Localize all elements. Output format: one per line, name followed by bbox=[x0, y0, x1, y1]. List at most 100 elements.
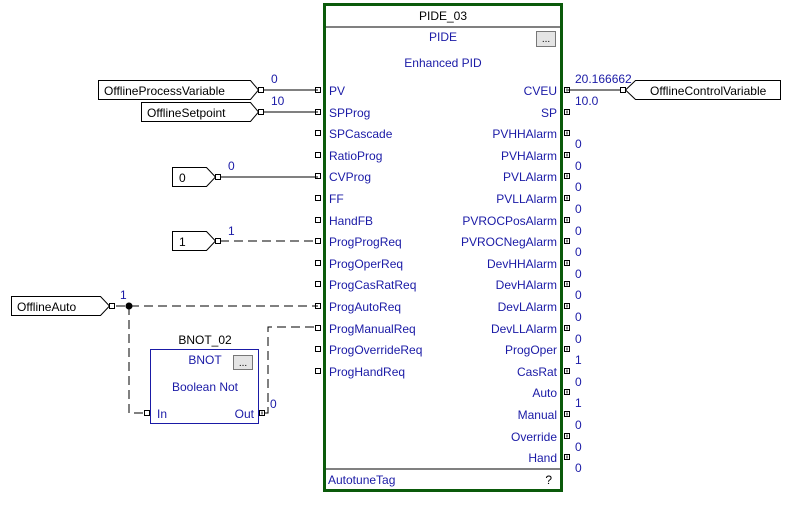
pide-output-value-devlalarm: 0 bbox=[575, 310, 582, 324]
wire-value: 0 bbox=[228, 159, 235, 173]
pide-input-ratioprog: RatioProg bbox=[329, 149, 382, 163]
bnot-ellipsis-button[interactable]: ... bbox=[233, 355, 253, 370]
pide-output-value-cveu: 20.166662 bbox=[575, 72, 632, 86]
pide-output-value-override: 0 bbox=[575, 440, 582, 454]
wire-value: 0 bbox=[271, 72, 278, 86]
bnot-out-value: 0 bbox=[270, 397, 277, 411]
pide-input-progcasratreq: ProgCasRatReq bbox=[329, 278, 416, 292]
input-ref-offline-auto[interactable]: OfflineAuto bbox=[11, 296, 111, 316]
pide-output-casrat: CasRat bbox=[517, 365, 558, 379]
pide-block[interactable] bbox=[323, 3, 563, 492]
pide-input-pv: PV bbox=[329, 84, 345, 98]
pide-output-value-progoper: 1 bbox=[575, 353, 582, 367]
bnot-block-description: Boolean Not bbox=[172, 380, 239, 394]
svg-text:OfflineSetpoint: OfflineSetpoint bbox=[147, 106, 226, 120]
pide-output-devllalarm: DevLLAlarm bbox=[491, 322, 557, 336]
pin[interactable] bbox=[258, 109, 264, 115]
pide-output-value-devhhalarm: 0 bbox=[575, 267, 582, 281]
pide-input-progmanualreq: ProgManualReq bbox=[329, 322, 416, 336]
pide-output-value-auto: 1 bbox=[575, 396, 582, 410]
pide-output-value-devllalarm: 0 bbox=[575, 332, 582, 346]
pin[interactable] bbox=[620, 87, 626, 93]
pide-input-pin-cvprog[interactable] bbox=[315, 173, 321, 179]
wire-value: 1 bbox=[228, 224, 235, 238]
pide-input-progoperreq: ProgOperReq bbox=[329, 257, 403, 271]
pide-output-pvrocposalarm: PVROCPosAlarm bbox=[462, 214, 557, 228]
svg-text:OfflineControlVariable: OfflineControlVariable bbox=[650, 84, 767, 98]
svg-text:0: 0 bbox=[179, 171, 186, 185]
input-ref-offline-process-variable[interactable]: OfflineProcessVariable bbox=[98, 80, 260, 100]
pide-input-progprogreq: ProgProgReq bbox=[329, 235, 402, 249]
wire-junction-dot bbox=[125, 302, 133, 310]
bnot-in-label: In bbox=[157, 407, 167, 421]
pide-output-hand: Hand bbox=[528, 451, 557, 465]
pide-block-description: Enhanced PID bbox=[404, 56, 482, 70]
pide-output-auto: Auto bbox=[532, 386, 557, 400]
pide-output-value-pvhalarm: 0 bbox=[575, 159, 582, 173]
input-ref-constant-zero[interactable]: 0 bbox=[172, 167, 217, 187]
pide-output-sp: SP bbox=[541, 106, 557, 120]
pide-input-progautoreq: ProgAutoReq bbox=[329, 300, 401, 314]
pide-output-value-pvllalarm: 0 bbox=[575, 202, 582, 216]
pide-output-cveu: CVEU bbox=[524, 84, 557, 98]
output-ref-offline-control-variable[interactable]: OfflineControlVariable bbox=[624, 80, 781, 100]
pide-output-value-pvrocposalarm: 0 bbox=[575, 224, 582, 238]
svg-text:...: ... bbox=[239, 358, 247, 369]
pin[interactable] bbox=[144, 410, 150, 416]
input-ref-constant-one[interactable]: 1 bbox=[172, 231, 217, 251]
pide-autotune-tag[interactable]: AutotuneTag bbox=[328, 473, 395, 487]
pide-output-pvrocnegalarm: PVROCNegAlarm bbox=[461, 235, 557, 249]
pide-output-progoper: ProgOper bbox=[505, 343, 557, 357]
pin[interactable] bbox=[215, 238, 221, 244]
pide-input-handfb: HandFB bbox=[329, 214, 373, 228]
pide-output-value-sp: 10.0 bbox=[575, 94, 599, 108]
pide-output-value-casrat: 0 bbox=[575, 375, 582, 389]
pide-output-devlalarm: DevLAlarm bbox=[498, 300, 557, 314]
pide-input-pin-progprogreq[interactable] bbox=[315, 238, 321, 244]
pide-output-value-pvlalarm: 0 bbox=[575, 180, 582, 194]
pide-input-pin-progmanualreq[interactable] bbox=[315, 325, 321, 331]
pide-output-pvhalarm: PVHAlarm bbox=[501, 149, 557, 163]
pide-output-pvlalarm: PVLAlarm bbox=[503, 170, 557, 184]
pide-output-devhhalarm: DevHHAlarm bbox=[487, 257, 557, 271]
pide-output-override: Override bbox=[511, 430, 557, 444]
pide-input-pin-spcascade[interactable] bbox=[315, 130, 321, 136]
pide-input-pin-progcasratreq[interactable] bbox=[315, 281, 321, 287]
svg-text:...: ... bbox=[542, 34, 550, 45]
svg-text:OfflineProcessVariable: OfflineProcessVariable bbox=[104, 84, 225, 98]
pin[interactable] bbox=[109, 303, 115, 309]
pide-input-spcascade: SPCascade bbox=[329, 127, 393, 141]
input-ref-offline-setpoint[interactable]: OfflineSetpoint bbox=[141, 102, 260, 122]
svg-text:OfflineAuto: OfflineAuto bbox=[17, 300, 76, 314]
pide-block-name: PIDE_03 bbox=[419, 9, 467, 23]
wire-value: 10 bbox=[271, 94, 285, 108]
pide-output-value-hand: 0 bbox=[575, 461, 582, 475]
pide-autotune-value[interactable]: ? bbox=[545, 473, 552, 487]
pide-output-value-pvrocnegalarm: 0 bbox=[575, 245, 582, 259]
pide-input-pin-ratioprog[interactable] bbox=[315, 152, 321, 158]
bnot-out-label: Out bbox=[235, 407, 255, 421]
pide-output-manual: Manual bbox=[518, 408, 557, 422]
pide-input-pin-progoperreq[interactable] bbox=[315, 260, 321, 266]
pide-input-pin-ff[interactable] bbox=[315, 195, 321, 201]
pide-input-proghandreq: ProgHandReq bbox=[329, 365, 405, 379]
pin[interactable] bbox=[258, 87, 264, 93]
pide-ellipsis-button[interactable]: ... bbox=[536, 31, 556, 47]
wire-value: 1 bbox=[120, 288, 127, 302]
pide-input-pin-proghandreq[interactable] bbox=[315, 368, 321, 374]
pide-output-devhalarm: DevHAlarm bbox=[496, 278, 557, 292]
pide-output-pvhhalarm: PVHHAlarm bbox=[492, 127, 557, 141]
pide-block-type: PIDE bbox=[429, 30, 457, 44]
pide-input-cvprog: CVProg bbox=[329, 170, 371, 184]
bnot-block-name: BNOT_02 bbox=[178, 333, 232, 347]
pide-input-pin-progoverridereq[interactable] bbox=[315, 346, 321, 352]
svg-text:1: 1 bbox=[179, 235, 186, 249]
pide-output-pvllalarm: PVLLAlarm bbox=[496, 192, 557, 206]
pide-input-ff: FF bbox=[329, 192, 344, 206]
pide-input-pin-handfb[interactable] bbox=[315, 217, 321, 223]
pin[interactable] bbox=[215, 174, 221, 180]
bnot-block-type: BNOT bbox=[188, 353, 222, 367]
pide-output-value-manual: 0 bbox=[575, 418, 582, 432]
pide-output-value-pvhhalarm: 0 bbox=[575, 137, 582, 151]
